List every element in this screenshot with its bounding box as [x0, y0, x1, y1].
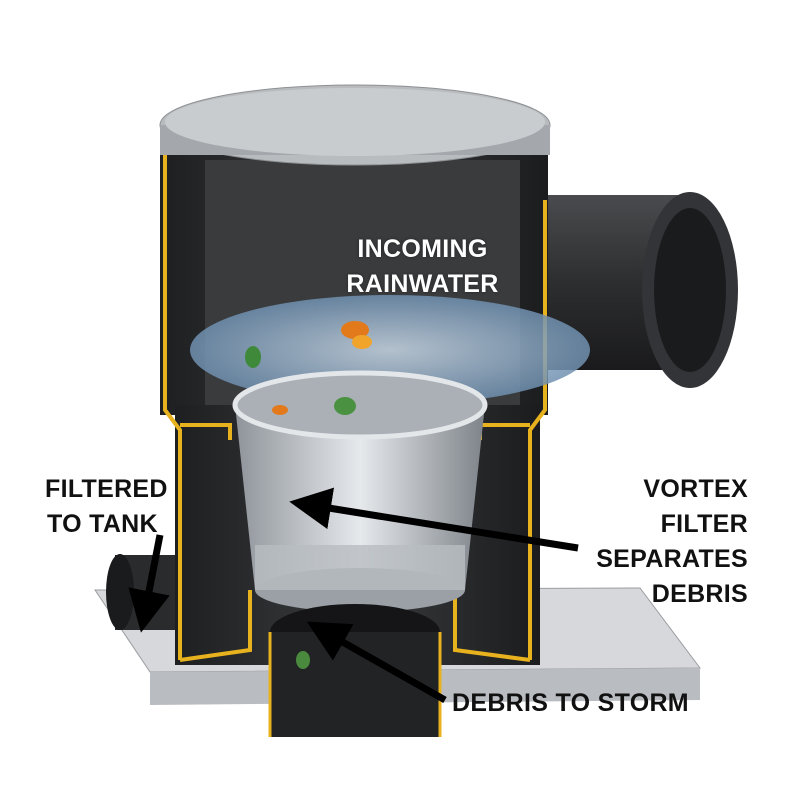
arrow-debris-to-storm	[306, 621, 447, 704]
label-line: DEBRIS	[651, 580, 748, 608]
label-line: RAINWATER	[346, 270, 499, 298]
label-line: SEPARATES	[596, 545, 748, 573]
label-line: FILTERED	[45, 475, 168, 503]
label-line: INCOMING	[357, 235, 488, 263]
label-incoming-rainwater: INCOMING RAINWATER	[330, 232, 515, 302]
label-line: VORTEX FILTER	[643, 475, 748, 538]
label-vortex-filter: VORTEX FILTER SEPARATES DEBRIS	[553, 472, 748, 612]
filter-basket	[232, 370, 488, 612]
storm-drain	[268, 604, 442, 737]
arrow-vortex-filter	[289, 487, 579, 552]
leaves	[245, 321, 372, 669]
label-filtered-to-tank: FILTERED TO TANK	[45, 472, 168, 542]
label-line: TO TANK	[47, 510, 158, 538]
arrow-filtered-to-tank	[128, 534, 170, 633]
label-debris-to-storm: DEBRIS TO STORM	[452, 689, 689, 717]
lid	[159, 84, 551, 166]
